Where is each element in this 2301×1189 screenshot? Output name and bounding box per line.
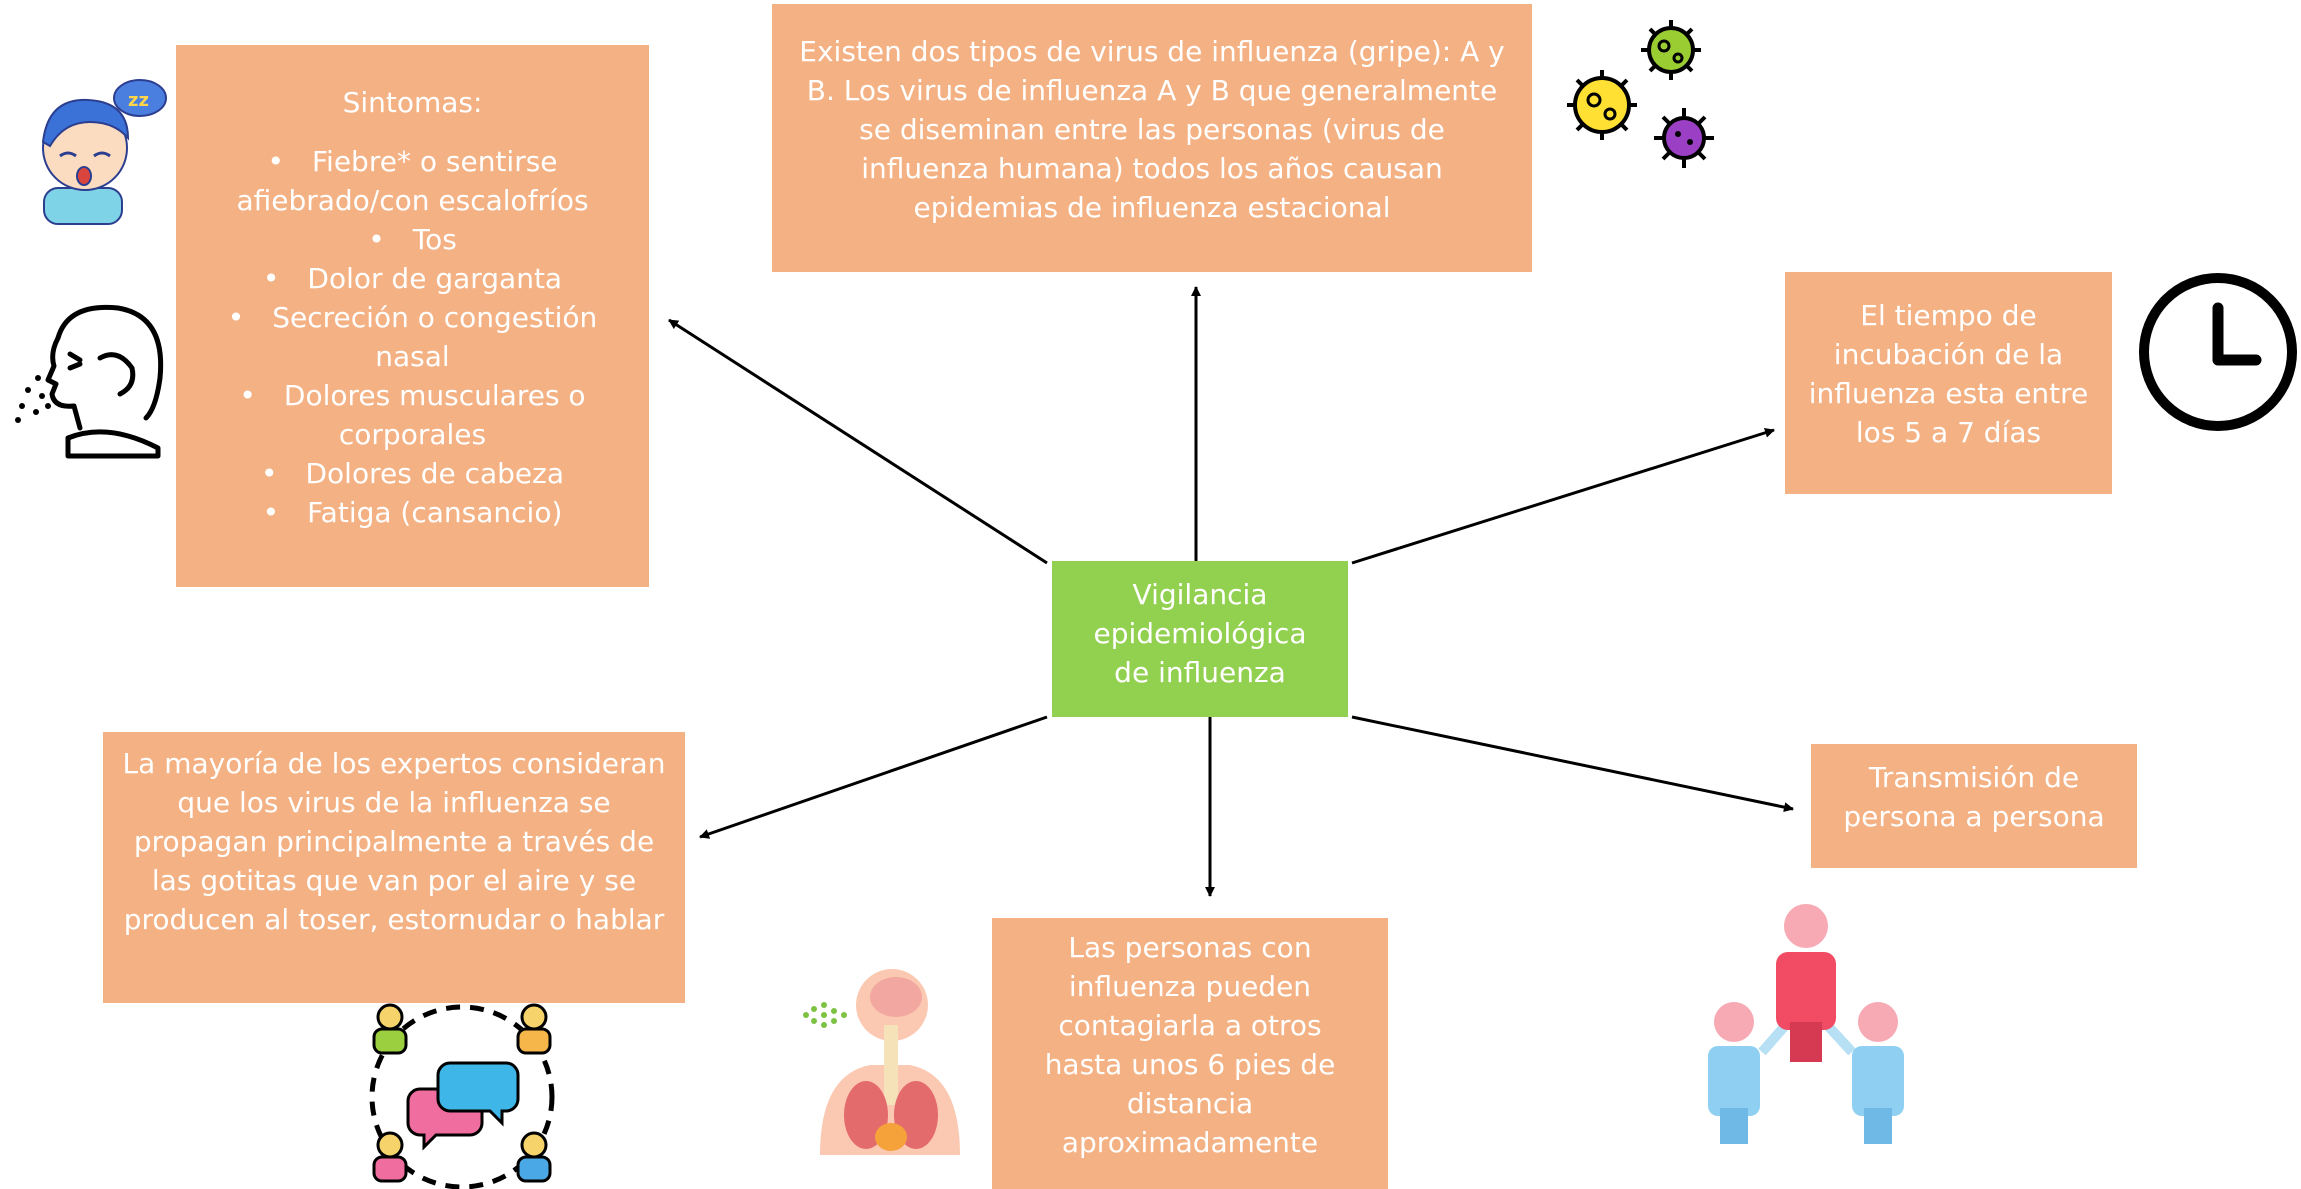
incubation-text: El tiempo de incubación de la influenza … [1808,299,2089,449]
virus-types-box: Existen dos tipos de virus de influenza … [772,4,1532,272]
coughing-person-icon [15,304,164,459]
droplets-text: La mayoría de los expertos consideran qu… [122,747,666,936]
transmission-box: Transmisión de persona a persona [1811,744,2137,868]
symptom-item: Fiebre* o sentirse afiebrado/con escalof… [194,142,631,220]
virus-icon [1567,20,1714,168]
symptom-item: Secreción o congestión nasal [194,298,631,376]
transmission-text: Transmisión de persona a persona [1843,761,2105,833]
arrow-to-incubation [1351,427,1775,565]
incubation-box: El tiempo de incubación de la influenza … [1785,272,2112,494]
symptoms-list: Fiebre* o sentirse afiebrado/con escalof… [194,142,631,532]
symptom-item: Dolores de cabeza [194,454,631,493]
center-label: Vigilancia epidemiológica de influenza [1093,578,1307,689]
symptom-item: Dolores musculares o corporales [194,376,631,454]
symptoms-title: Sintomas: [342,86,483,119]
center-node: Vigilancia epidemiológica de influenza [1052,561,1348,717]
arrow-to-droplets [699,715,1048,839]
respiratory-system-icon [803,969,960,1155]
distance-text: Las personas con influenza pueden contag… [1044,931,1336,1159]
group-conversation-icon [369,1003,555,1189]
arrow-to-transmission [1351,715,1794,813]
arrow-to-symptoms [668,318,1048,565]
people-network-icon [1708,904,1904,1144]
symptom-item: Fatiga (cansancio) [194,493,631,532]
droplets-box: La mayoría de los expertos consideran qu… [103,732,685,1003]
svg-text:zz: zz [128,90,149,111]
clock-icon [2139,273,2297,431]
sick-child-icon: zz [41,79,167,225]
virus-types-text: Existen dos tipos de virus de influenza … [799,35,1505,224]
symptom-item: Dolor de garganta [194,259,631,298]
symptoms-box: Sintomas: Fiebre* o sentirse afiebrado/c… [176,45,649,587]
distance-box: Las personas con influenza pueden contag… [992,918,1388,1189]
symptom-item: Tos [194,220,631,259]
